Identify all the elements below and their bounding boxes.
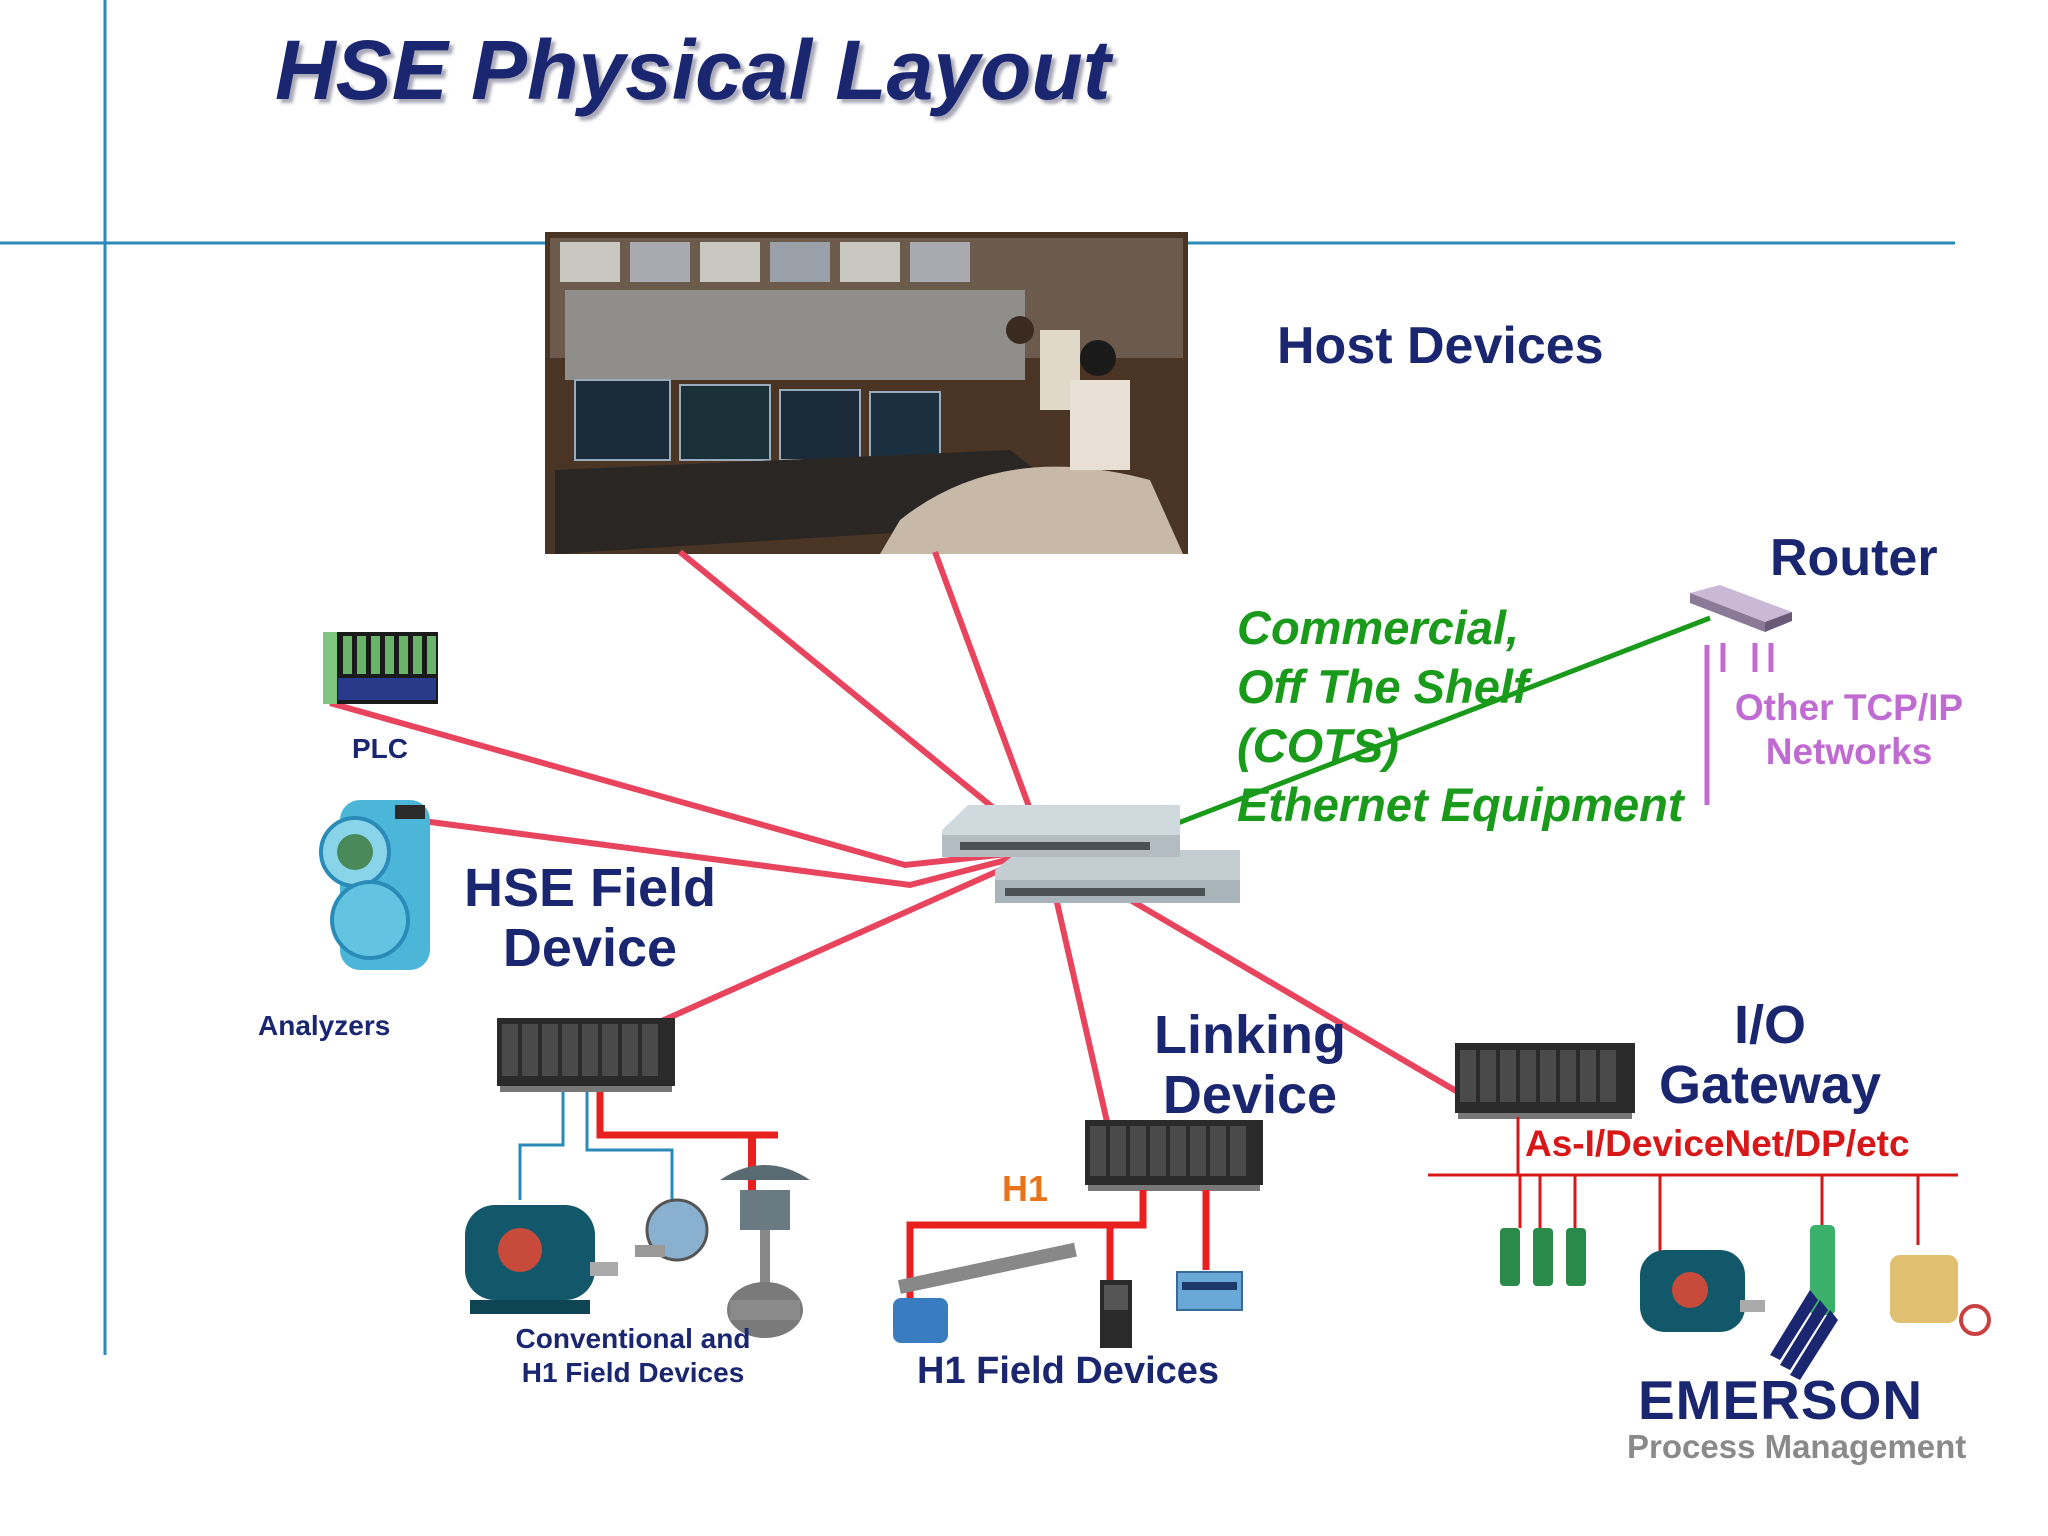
cots-line-3: (COTS): [1237, 719, 1399, 772]
analyzers-label: Analyzers: [258, 1010, 391, 1041]
actuator-icon: [1890, 1255, 1991, 1336]
cots-link-router: [1094, 615, 1711, 858]
linking-device-rack-icon: [1085, 1120, 1263, 1191]
linking-device-line-2: Device: [1162, 1065, 1338, 1125]
transmitter-icon: [635, 1198, 709, 1262]
hse-field-device-label: HSE Field Device: [440, 858, 740, 978]
router-icon: [1690, 585, 1792, 632]
cots-line-4: Ethernet Equipment: [1237, 778, 1684, 831]
emerson-logo-text: EMERSON: [1638, 1369, 1924, 1431]
hse-link-linking-device: [1042, 849, 1121, 1171]
linking-device-label: Linking Device: [1120, 1005, 1380, 1125]
io-gateway-line-1: I/O: [1733, 995, 1806, 1055]
page-title: HSE Physical Layout: [275, 23, 1111, 117]
conventional-line-2: H1 Field Devices: [521, 1357, 745, 1388]
cots-line-1: Commercial,: [1237, 601, 1520, 654]
h1-temperature-probe-icon: [893, 1242, 1077, 1343]
hse-link-host-1: [678, 549, 1047, 853]
hse-field-device-rack-icon: [497, 1018, 675, 1092]
motor-icon: [465, 1205, 618, 1314]
conventional-devices-label: Conventional and H1 Field Devices: [498, 1322, 768, 1390]
other-tcp-line-1: Other TCP/IP: [1734, 687, 1964, 728]
conventional-line-1: Conventional and: [515, 1323, 751, 1354]
gateway-bus: [1428, 1117, 1958, 1255]
emerson-logo-tagline: Process Management: [1627, 1428, 1967, 1465]
proximity-sensor-icons: [1500, 1228, 1586, 1286]
h1-wiring-hse-device: [596, 1092, 778, 1139]
h1-junction-box-icon: [1176, 1271, 1243, 1311]
conventional-wiring: [518, 1092, 674, 1210]
asi-networks-label: As-I/DeviceNet/DP/etc: [1525, 1123, 1910, 1164]
analyzer-icon: [319, 800, 430, 970]
ethernet-switch-icon: [942, 805, 1240, 903]
hse-link-analyzer: [399, 815, 1046, 889]
linking-device-line-1: Linking: [1154, 1005, 1346, 1065]
io-gateway-rack-icon: [1455, 1043, 1635, 1119]
plc-label: PLC: [352, 733, 408, 764]
plc-icon: [323, 632, 438, 704]
h1-bus: [906, 1190, 1210, 1302]
hse-field-device-line-1: HSE Field: [463, 858, 717, 918]
cots-label: Commercial, Off The Shelf (COTS) Etherne…: [1237, 598, 1684, 834]
control-valve-icon: [720, 1165, 810, 1338]
h1-label: H1: [1002, 1168, 1049, 1209]
emerson-logo-icon: [1770, 1290, 1838, 1380]
gateway-motor-icon: [1640, 1250, 1765, 1332]
hse-link-host-2: [932, 550, 1048, 852]
h1-field-devices-label: H1 Field Devices: [917, 1350, 1220, 1392]
other-tcp-ip-label: Other TCP/IP Networks: [1724, 686, 1974, 774]
router-label: Router: [1770, 529, 1938, 587]
level-switch-icon: [1810, 1225, 1835, 1315]
other-tcp-line-2: Networks: [1765, 731, 1933, 772]
io-gateway-line-2: Gateway: [1658, 1055, 1882, 1115]
cots-line-2: Off The Shelf: [1237, 660, 1529, 713]
control-room-photo: [545, 232, 1188, 554]
h1-block-icon: [1100, 1280, 1132, 1348]
host-devices-label: Host Devices: [1277, 317, 1604, 375]
hse-link-plc: [329, 700, 1046, 869]
hse-field-device-line-2: Device: [502, 918, 678, 978]
other-tcp-ip-lines: [1704, 643, 1774, 805]
io-gateway-label: I/O Gateway: [1640, 995, 1900, 1115]
